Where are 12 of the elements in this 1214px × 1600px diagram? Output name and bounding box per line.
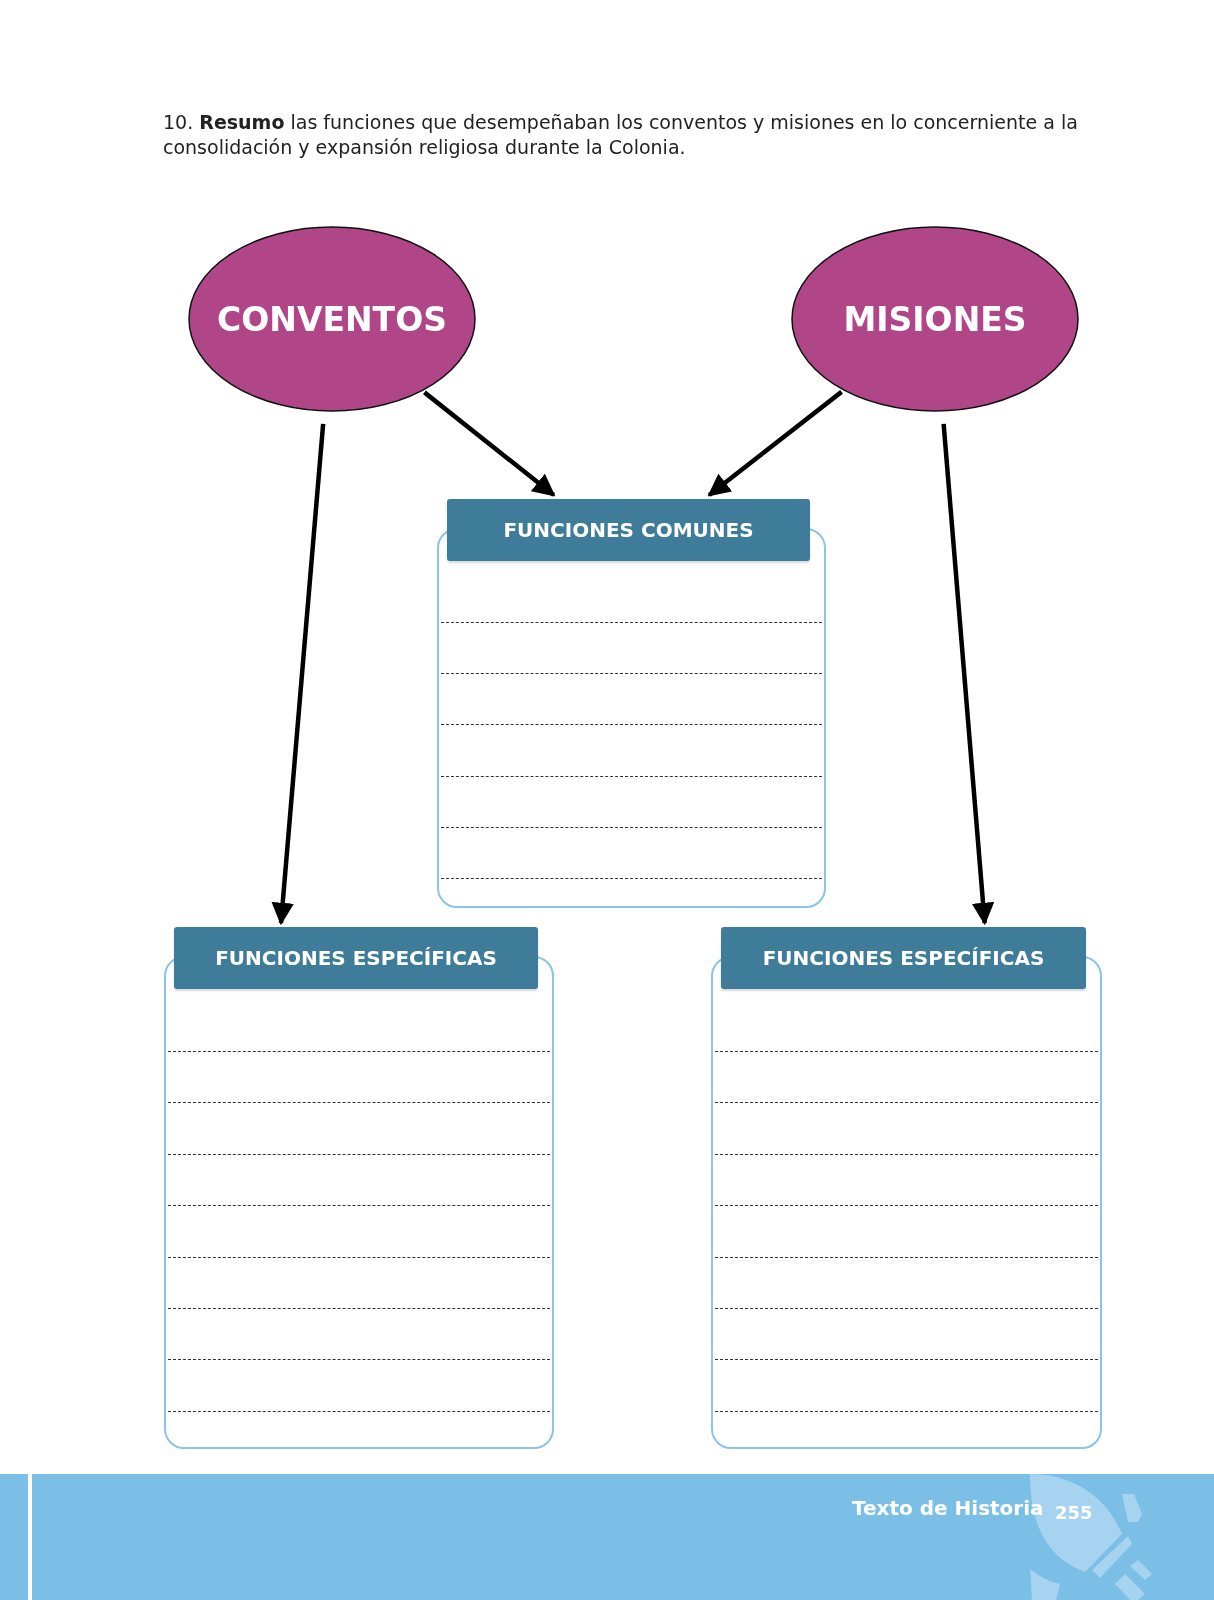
arrow (271, 423, 326, 926)
page-number: 255 (1055, 1502, 1093, 1523)
instruction-text: 10. Resumo las funciones que desempeñaban los conventos y misiones en lo concerniente a la consolidación y expansión religiosa durante la Colonia. (163, 110, 1079, 160)
arrow (941, 423, 995, 926)
oval-label: MISIONES (843, 299, 1027, 339)
section-header: FUNCIONES COMUNES (447, 499, 810, 561)
section-header: FUNCIONES ESPECÍFICAS (721, 927, 1086, 989)
oval-label: CONVENTOS (217, 299, 447, 339)
arrow (707, 390, 843, 497)
arrow (423, 390, 556, 497)
footer-text: Texto de Historia (852, 1496, 1044, 1520)
section-header: FUNCIONES ESPECÍFICAS (174, 927, 538, 989)
